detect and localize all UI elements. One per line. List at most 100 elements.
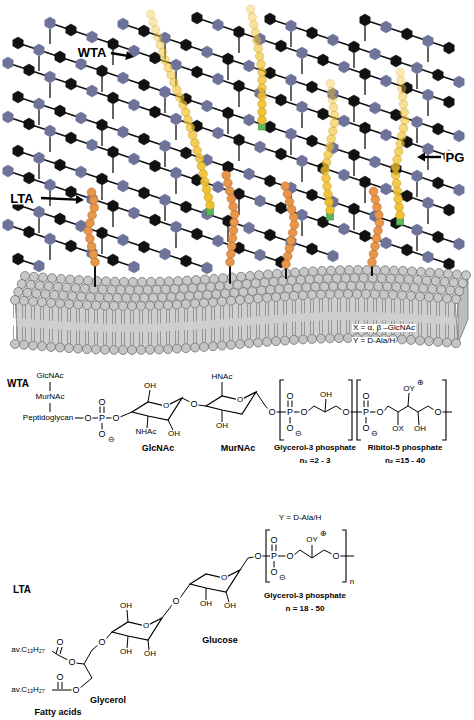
lipid-head (183, 276, 192, 285)
sugar-hexagon (307, 81, 317, 93)
lipid-tail (52, 308, 53, 321)
lipid-tail (382, 300, 383, 313)
polymer-bead (87, 242, 96, 251)
chemical-bond (80, 678, 92, 688)
lipid-head (210, 274, 219, 283)
chemical-bond (162, 605, 172, 618)
sugar-hexagon (265, 121, 275, 133)
lipid-head (26, 280, 35, 289)
lipid-head (255, 271, 264, 280)
lipid-head (350, 274, 359, 283)
lipid-head (77, 292, 86, 301)
lipid-tail (85, 331, 86, 344)
polymer-bead (226, 258, 235, 267)
atom-label: O (162, 402, 170, 410)
chemical-bond (276, 412, 286, 413)
sugar-hexagon (349, 149, 359, 161)
lipid-tail (187, 330, 188, 343)
atom-label: O (269, 536, 278, 545)
atom-label: O (142, 622, 150, 630)
lipid-head (188, 284, 197, 293)
sugar-hexagon (286, 74, 296, 86)
chemical-bond (276, 544, 277, 551)
lipid-head (201, 275, 210, 284)
sugar-hexagon (129, 261, 139, 273)
sugar-hexagon (45, 233, 55, 245)
lipid-tail (61, 330, 62, 343)
lipid-tail (418, 322, 419, 335)
lipid-tail (268, 324, 269, 337)
chemical-bond (84, 650, 92, 664)
lipid-tail (79, 310, 80, 323)
lipid-tail (331, 320, 332, 333)
lipid-tail (124, 311, 125, 324)
atom-label: O (55, 673, 64, 682)
peptide-crosslink (416, 74, 417, 89)
sugar-hexagon (118, 18, 128, 30)
chemical-bond (147, 416, 148, 428)
lipid-tail (124, 332, 125, 345)
lipid-tail (268, 303, 269, 316)
lipid-tail (265, 303, 266, 316)
sugar-hexagon (328, 250, 338, 262)
lipid-head (110, 345, 119, 354)
polymer-bead (401, 116, 410, 125)
repeat-bracket (357, 380, 361, 440)
residue-name: MurNAc (35, 393, 66, 401)
lipid-head (440, 277, 449, 286)
lipid-head (161, 285, 170, 294)
lipid-tail (85, 310, 86, 323)
lipid-head (353, 290, 362, 299)
lipid-head (291, 268, 300, 277)
lipid-head (74, 300, 83, 309)
polymer-bead (90, 203, 99, 212)
polymer-bead (325, 143, 334, 152)
sugar-hexagon (412, 224, 422, 236)
atom-label: P (270, 552, 278, 561)
lipid-head (200, 298, 209, 307)
lipid-tail (70, 309, 71, 322)
lipid-head (84, 276, 93, 285)
polymer-bead (161, 56, 170, 65)
polymer-bead (290, 221, 299, 230)
lipid-tail (211, 307, 212, 320)
sugar-hexagon (423, 251, 433, 263)
lipid-tail (238, 305, 239, 318)
atom-label: O (171, 597, 180, 606)
atom-label: O (189, 400, 198, 409)
chemical-bond (325, 406, 336, 412)
lipid-tail (133, 311, 134, 324)
lipid-head (140, 293, 149, 302)
lipid-head (395, 274, 404, 283)
lipid-head (164, 345, 173, 354)
sugar-hexagon (160, 248, 170, 260)
lipid-tail (76, 331, 77, 344)
atom-label: O (55, 638, 64, 647)
lipid-tail (364, 299, 365, 312)
chemical-bond (256, 392, 264, 404)
lipid-head (92, 345, 101, 354)
lipid-head (263, 293, 272, 302)
atom-label: O (97, 638, 106, 647)
polymer-bead (283, 252, 292, 261)
lipid-head (86, 293, 95, 302)
atom-label: OH (143, 650, 157, 658)
chemical-bond (226, 592, 229, 602)
lipid-head (317, 290, 326, 299)
polymer-bead (227, 242, 236, 251)
sugar-hexagon (66, 78, 76, 90)
lipid-tail (67, 330, 68, 343)
lipid-head (305, 275, 314, 284)
repeat-count: n₁ =2 - 3 (298, 457, 331, 465)
arrow-head (417, 153, 425, 162)
polymer-bead (398, 92, 407, 101)
polymer-bead (393, 155, 402, 164)
atom-label: NHAc (135, 428, 158, 436)
polymer-bead (373, 203, 382, 212)
polymer-bead (151, 25, 160, 34)
sugar-ring (132, 398, 182, 420)
lipid-tail (220, 327, 221, 340)
structure-label: LTA (9, 192, 34, 205)
membrane-front (15, 294, 458, 350)
lipid-tail (304, 300, 305, 313)
